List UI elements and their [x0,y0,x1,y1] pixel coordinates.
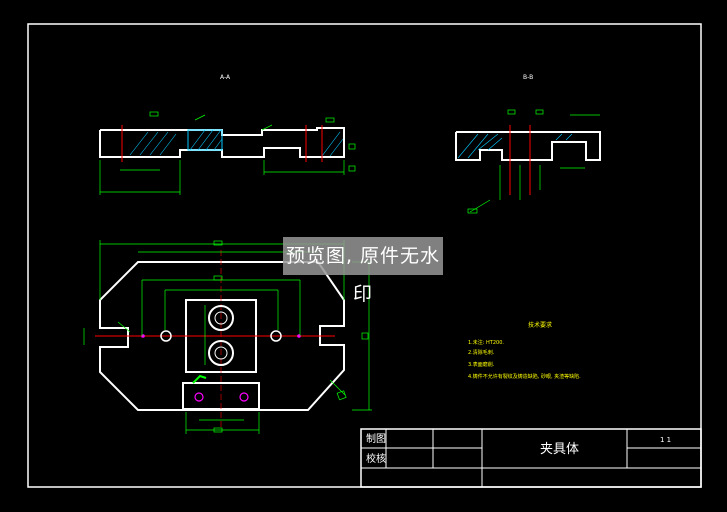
section-label-left: A-A [220,74,231,81]
drawing-code: 1 1 [660,436,671,444]
tech-requirement-4: 4.铸件不允许有裂纹及铸造缺陷, 砂眼, 夹渣等缺陷. [468,373,581,380]
title-block [360,428,702,488]
tech-requirements-title: 技术要求 [528,321,552,329]
tech-requirements: 技术要求 1.未注: HT200. 2.清除毛刺. 3.表面磨削. 4.铸件不允… [468,321,581,380]
section-view-right [455,109,601,214]
section-label-right: B-B [523,74,533,81]
watermark: 预览图, 原件无水印 [283,237,443,305]
part-name: 夹具体 [540,442,579,457]
drawn-by-label: 制图 [366,432,386,445]
section-view-left [99,111,356,195]
tech-requirement-1: 1.未注: HT200. [468,339,504,346]
checked-by-label: 校核 [366,452,386,465]
tech-requirement-2: 2.清除毛刺. [468,349,495,356]
tech-requirement-3: 3.表面磨削. [468,361,495,368]
